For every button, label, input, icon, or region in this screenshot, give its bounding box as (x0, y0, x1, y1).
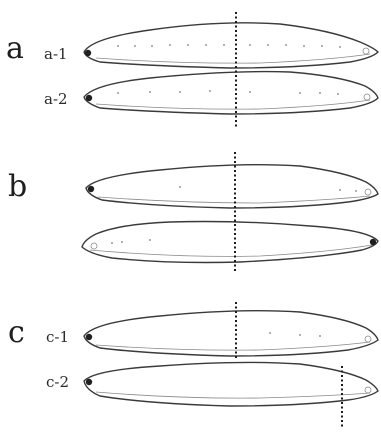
lure-belly-line (96, 100, 370, 109)
lure-eye (86, 95, 92, 101)
lure-eye (88, 186, 94, 192)
lure-outline (84, 23, 378, 68)
panel-b: b (8, 152, 378, 272)
lure-outline (84, 72, 378, 114)
lure-outline (84, 362, 378, 406)
panel-c: c c-1 c-2 (8, 302, 378, 428)
panel-letter-a: a (6, 31, 24, 66)
lure-outline (84, 311, 378, 356)
lure-row-a-2: a-2 (44, 72, 378, 114)
tail-ring (363, 48, 369, 54)
panel-letter-b: b (8, 169, 27, 204)
lure-outline (86, 165, 378, 208)
panel-a: a a-1 a-2 (6, 12, 378, 128)
lure-row-c-1: c-1 (46, 311, 378, 356)
lateral-dots (179, 186, 357, 192)
lure-belly-line (96, 392, 370, 398)
tail-ring (91, 243, 97, 249)
lure-row-a-1: a-1 (44, 23, 378, 68)
lateral-dots (269, 332, 321, 337)
lateral-dots (117, 44, 341, 48)
lure-row-c-2: c-2 (46, 362, 378, 406)
lure-eye (85, 50, 91, 56)
tail-ring (364, 94, 370, 100)
lure-belly-line (96, 342, 370, 350)
lateral-dots (111, 239, 151, 244)
row-label-a-2: a-2 (44, 90, 68, 108)
lure-row-b-2 (82, 222, 378, 263)
panel-letter-c: c (8, 315, 25, 350)
lure-eye (86, 334, 92, 340)
lure-eye (370, 239, 376, 245)
row-label-a-1: a-1 (44, 45, 68, 63)
row-label-c-2: c-2 (46, 373, 69, 391)
row-label-c-1: c-1 (46, 328, 69, 346)
tail-ring (365, 189, 371, 195)
lure-row-b-1 (86, 165, 378, 208)
tail-ring (365, 387, 371, 393)
tail-ring (365, 336, 371, 342)
lure-eye (86, 379, 92, 385)
lure-belly-line (96, 54, 370, 63)
lateral-dots (117, 90, 339, 95)
